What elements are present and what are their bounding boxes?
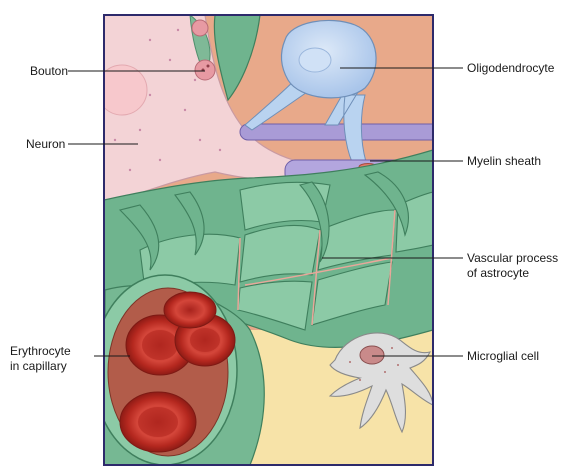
- boutons: [189, 15, 216, 81]
- astrocyte-top-process: [213, 15, 261, 102]
- neuron-nucleus: [104, 64, 148, 116]
- astrocyte-processes: [118, 171, 409, 271]
- label-myelin-sheath: Myelin sheath: [467, 154, 541, 168]
- oligodendrocyte-nucleus: [298, 47, 332, 73]
- label-erythrocyte-line2: in capillary: [10, 359, 67, 373]
- label-neuron: Neuron: [26, 137, 65, 151]
- label-oligodendrocyte: Oligodendrocyte: [467, 61, 555, 75]
- myelin-sheath-upper: [239, 123, 433, 141]
- microglial-speckles: [349, 347, 399, 381]
- label-bouton: Bouton: [30, 64, 68, 78]
- label-erythrocyte-line1: Erythrocyte: [10, 344, 71, 358]
- label-microglial-cell: Microglial cell: [467, 349, 539, 363]
- astrocyte-endfeet-veins: [237, 209, 396, 326]
- label-vascular-process-line1: Vascular process: [467, 251, 558, 265]
- microglial-nucleus: [359, 345, 385, 365]
- erythrocytes: [119, 291, 236, 453]
- leader-lines: [68, 67, 463, 357]
- illustration-frame: [103, 14, 434, 466]
- neuron-speckles: [113, 28, 222, 172]
- illustration-panel: [104, 15, 433, 465]
- label-vascular-process-line2: of astrocyte: [467, 266, 529, 280]
- labels: Bouton Neuron Oligodendrocyte Myelin she…: [10, 61, 558, 373]
- microglial-cell: [328, 332, 433, 434]
